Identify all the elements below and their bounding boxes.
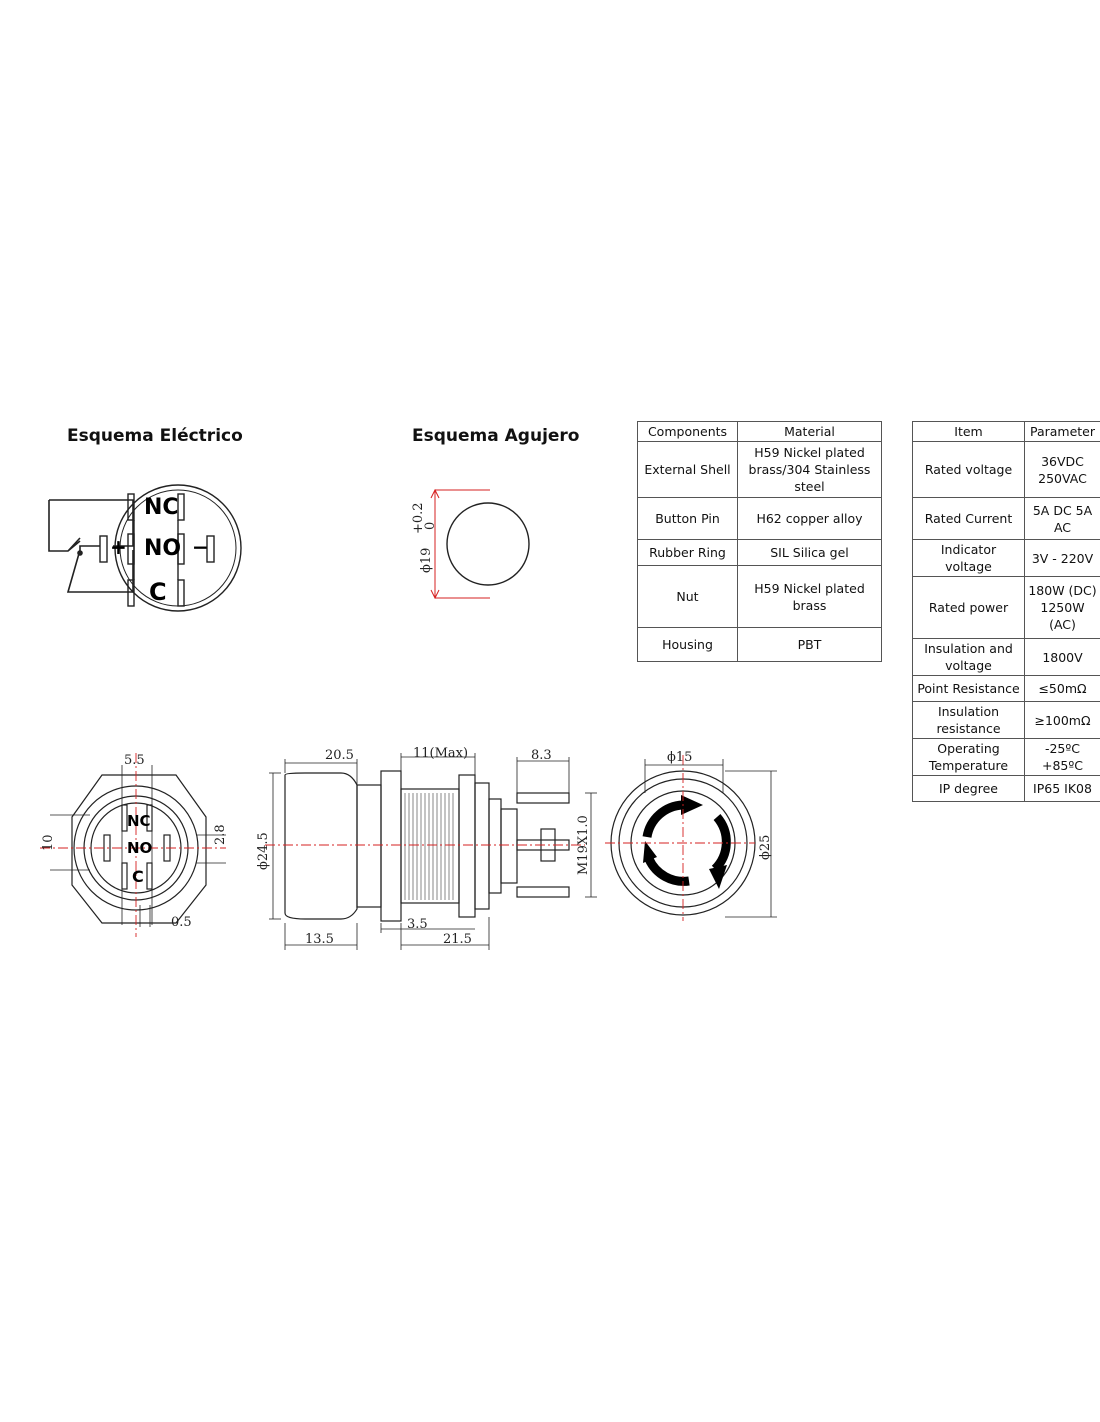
params-header-row: Item Parameter (912, 421, 1100, 442)
parameters-table: Item Parameter Rated voltage 36VDC 250VA… (912, 421, 1100, 802)
table-cell: H59 Nickel plated brass/304 Stainless st… (737, 441, 882, 498)
table-row: Rubber Ring SIL Silica gel (637, 539, 882, 566)
table-cell: IP65 IK08 (1024, 775, 1100, 802)
materials-table: Components Material External Shell H59 N… (637, 421, 882, 662)
table-cell: Housing (637, 627, 738, 662)
table-cell: Nut (637, 565, 738, 628)
dim-24-5-label: ϕ24.5 (256, 832, 271, 870)
terminal-plus-label: + (110, 535, 127, 559)
table-cell: Rated Current (912, 497, 1025, 540)
table-cell: 180W (DC) 1250W (AC) (1024, 576, 1100, 639)
params-header-item: Item (912, 421, 1025, 442)
table-cell: Rated power (912, 576, 1025, 639)
table-cell: H62 copper alloy (737, 497, 882, 540)
table-cell: External Shell (637, 441, 738, 498)
table-cell: Rated voltage (912, 441, 1025, 498)
rear-terminal-no-label: NO (127, 839, 152, 857)
table-row: Housing PBT (637, 627, 882, 662)
table-row: External Shell H59 Nickel plated brass/3… (637, 441, 882, 498)
table-cell: ≤50mΩ (1024, 675, 1100, 702)
terminal-nc-label: NC (144, 495, 179, 520)
table-cell: -25ºC +85ºC (1024, 738, 1100, 776)
terminal-no-label: NO (144, 536, 181, 561)
dim-11-max-label: 11(Max) (413, 746, 468, 761)
rear-terminal-c-label: C (132, 867, 144, 886)
table-row: Rated power 180W (DC) 1250W (AC) (912, 576, 1100, 639)
hole-diameter-label: ϕ19 (419, 548, 434, 573)
table-cell: IP degree (912, 775, 1025, 802)
table-row: Nut H59 Nickel plated brass (637, 565, 882, 628)
materials-header-material: Material (737, 421, 882, 442)
table-row: Insulation resistance ≥100mΩ (912, 701, 1100, 739)
materials-header-row: Components Material (637, 421, 882, 442)
electrical-schematic-title: Esquema Eléctrico (67, 426, 243, 446)
table-cell: 3V - 220V (1024, 539, 1100, 577)
table-row: Indicator voltage 3V - 220V (912, 539, 1100, 577)
table-cell: Indicator voltage (912, 539, 1025, 577)
table-cell: Operating Temperature (912, 738, 1025, 776)
table-row: Rated voltage 36VDC 250VAC (912, 441, 1100, 498)
dim-5-5-label: 5.5 (124, 753, 145, 768)
table-row: Operating Temperature -25ºC +85ºC (912, 738, 1100, 776)
table-cell: 36VDC 250VAC (1024, 441, 1100, 498)
dim-0-5-label: 0.5 (171, 915, 192, 930)
dim-15-label: ϕ15 (667, 750, 692, 765)
table-row: Point Resistance ≤50mΩ (912, 675, 1100, 702)
table-cell: Button Pin (637, 497, 738, 540)
front-view-drawing: ϕ15 ϕ25 (605, 750, 777, 921)
electrical-schematic: NC NO C + − (48, 484, 242, 612)
materials-header-components: Components (637, 421, 738, 442)
params-header-parameter: Parameter (1024, 421, 1100, 442)
terminal-minus-label: − (192, 535, 209, 559)
terminal-c-label: C (149, 578, 167, 606)
table-cell: SIL Silica gel (737, 539, 882, 566)
rear-terminal-nc-label: NC (127, 812, 151, 830)
hole-tolerance-upper: +0.2 (411, 502, 426, 534)
table-row: Insulation and voltage 1800V (912, 638, 1100, 676)
table-cell: ≥100mΩ (1024, 701, 1100, 739)
dim-3-5-label: 3.5 (407, 917, 428, 932)
table-row: IP degree IP65 IK08 (912, 775, 1100, 802)
table-cell: Insulation resistance (912, 701, 1025, 739)
table-cell: Insulation and voltage (912, 638, 1025, 676)
table-cell: H59 Nickel plated brass (737, 565, 882, 628)
table-row: Button Pin H62 copper alloy (637, 497, 882, 540)
dim-13-5-label: 13.5 (305, 932, 334, 947)
hole-schematic: ϕ19 +0.2 0 (411, 488, 530, 600)
hole-tolerance-lower: 0 (423, 522, 438, 530)
dim-10-label: 10 (41, 834, 56, 851)
dim-25-label: ϕ25 (758, 835, 773, 860)
table-cell: Point Resistance (912, 675, 1025, 702)
dim-20-5-label: 20.5 (325, 748, 354, 763)
side-view-drawing: 20.5 11(Max) 8.3 ϕ24.5 M19X1.0 13.5 3.5 … (256, 746, 597, 950)
table-cell: 5A DC 5A AC (1024, 497, 1100, 540)
table-cell: 1800V (1024, 638, 1100, 676)
table-cell: Rubber Ring (637, 539, 738, 566)
dim-8-3-label: 8.3 (531, 748, 552, 763)
dim-2-8-label: 2.8 (213, 824, 228, 845)
hole-schematic-title: Esquema Agujero (412, 426, 580, 446)
dim-m19-label: M19X1.0 (576, 815, 591, 875)
table-row: Rated Current 5A DC 5A AC (912, 497, 1100, 540)
rear-view-drawing: NC NO C 5.5 10 2.8 0.5 (40, 753, 228, 937)
dim-21-5-label: 21.5 (443, 932, 472, 947)
table-cell: PBT (737, 627, 882, 662)
